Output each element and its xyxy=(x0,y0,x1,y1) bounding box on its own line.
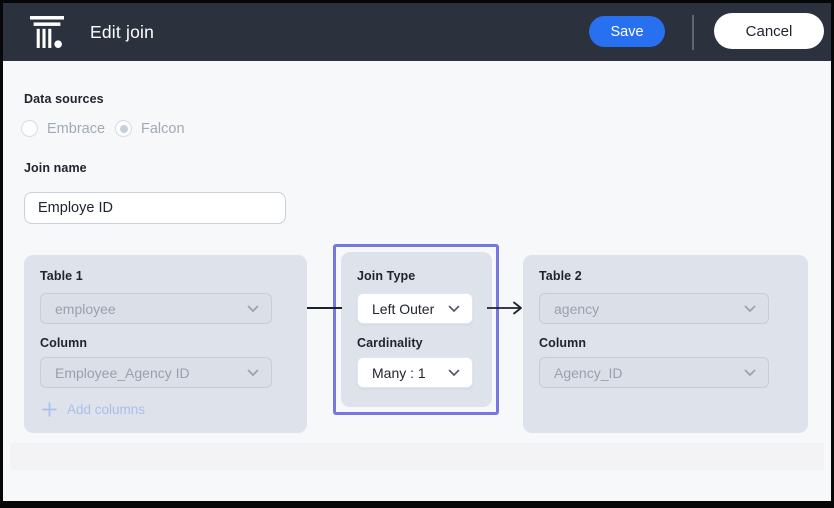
radio-unchecked-icon xyxy=(21,120,38,137)
table1-column-label: Column xyxy=(40,336,88,350)
radio-falcon[interactable]: Falcon xyxy=(115,120,185,137)
thoughtspot-logo xyxy=(30,16,64,48)
chevron-down-icon xyxy=(744,369,756,377)
connector-arrow-right xyxy=(487,301,522,315)
add-columns-button[interactable]: Add columns xyxy=(42,402,145,417)
table2-column-select[interactable]: Agency_ID xyxy=(539,357,769,388)
cancel-button[interactable]: Cancel xyxy=(714,13,824,49)
chevron-down-icon xyxy=(744,305,756,313)
join-config-selection-outline xyxy=(333,244,499,415)
join-type-select[interactable]: Left Outer xyxy=(357,293,473,324)
add-columns-label: Add columns xyxy=(67,402,146,417)
chevron-down-icon xyxy=(247,305,259,313)
radio-embrace[interactable]: Embrace xyxy=(21,120,105,137)
join-name-label: Join name xyxy=(24,161,87,175)
cardinality-label: Cardinality xyxy=(357,336,423,350)
page-title: Edit join xyxy=(90,21,155,42)
footer-bar xyxy=(10,443,824,470)
table2-title: Table 2 xyxy=(539,269,582,283)
save-button[interactable]: Save xyxy=(589,16,665,47)
header-divider xyxy=(692,15,694,50)
table1-card xyxy=(24,255,307,433)
table1-table-select[interactable]: employee xyxy=(40,293,272,324)
table1-column-select[interactable]: Employee_Agency ID xyxy=(40,357,272,388)
cardinality-select[interactable]: Many : 1 xyxy=(357,357,473,388)
data-sources-label: Data sources xyxy=(24,92,104,106)
radio-falcon-label: Falcon xyxy=(141,120,185,137)
table2-table-select[interactable]: agency xyxy=(539,293,769,324)
join-type-label: Join Type xyxy=(357,269,416,283)
chevron-down-icon xyxy=(247,369,259,377)
header-bar: Edit join Save Cancel xyxy=(3,3,831,61)
radio-embrace-label: Embrace xyxy=(47,120,106,137)
chevron-down-icon xyxy=(448,305,460,313)
table1-title: Table 1 xyxy=(40,269,83,283)
radio-checked-icon xyxy=(115,120,132,137)
table2-card xyxy=(523,255,808,433)
table2-column-label: Column xyxy=(539,336,587,350)
chevron-down-icon xyxy=(448,369,460,377)
plus-icon xyxy=(42,402,57,417)
connector-line-left xyxy=(307,307,342,309)
join-name-input[interactable] xyxy=(24,192,286,224)
